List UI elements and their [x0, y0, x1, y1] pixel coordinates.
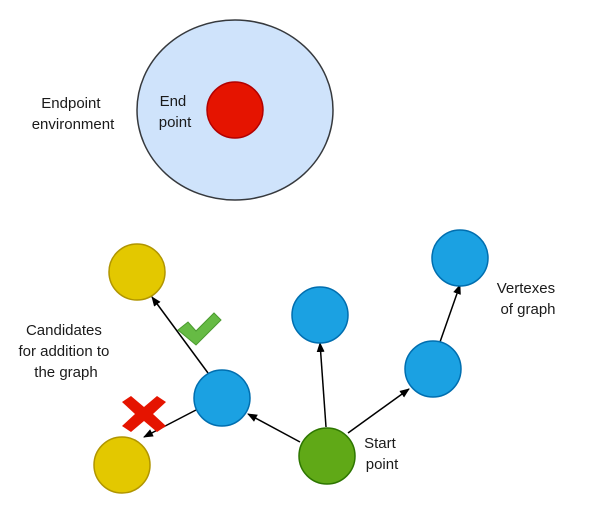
edge-right-vertex-to-far-vertex [439, 284, 461, 343]
candidate-node-accepted [108, 243, 166, 301]
candidates-label: Candidates for addition to the graph [18, 322, 113, 381]
cross-icon [122, 396, 166, 432]
edge-start-to-left-vertex [247, 413, 301, 443]
vertex-node [404, 340, 462, 398]
vertex-node [291, 286, 349, 344]
end-point-label: End point [159, 93, 192, 131]
start-point-label: Start point [364, 435, 400, 473]
edge-start-to-right-vertex [347, 388, 410, 434]
start-point-node [298, 427, 356, 485]
edge-left-vertex-to-upper-candidate [151, 296, 209, 374]
vertex-node [431, 229, 489, 287]
candidate-node-rejected [93, 436, 151, 494]
edge-left-vertex-to-lower-candidate [143, 409, 197, 438]
vertex-node [193, 369, 251, 427]
vertexes-label: Vertexes of graph [497, 280, 560, 318]
endpoint-environment-label: Endpoint environment [32, 95, 115, 133]
graph-edges [143, 284, 461, 443]
check-icon [177, 312, 222, 346]
edge-start-to-top-vertex [316, 342, 327, 428]
end-point-node [206, 81, 264, 139]
